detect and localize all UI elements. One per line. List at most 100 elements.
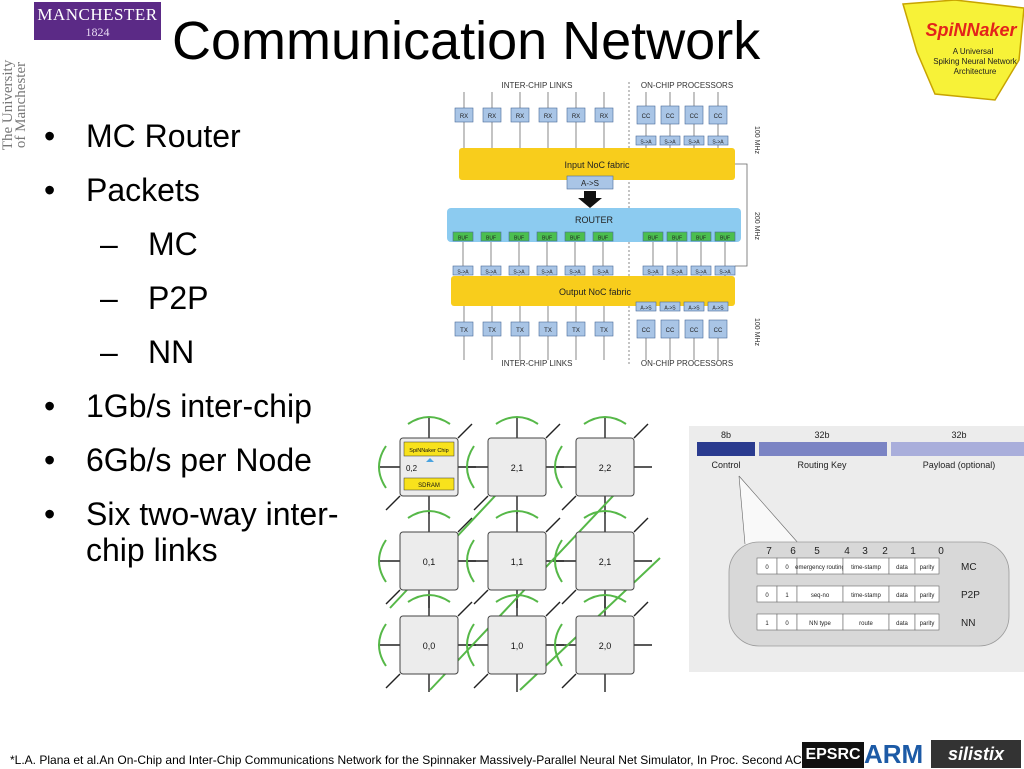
university-line-2: of Manchester: [13, 61, 29, 149]
sub-bullet-text: MC: [148, 226, 198, 262]
cc-box: CC: [708, 105, 728, 125]
rx-box: RX: [510, 107, 530, 123]
freq-top-label: 100 MHz: [753, 126, 760, 155]
node-label: 2,0: [599, 641, 612, 651]
output-noc-fabric: [451, 276, 735, 306]
buf-box: BUF: [642, 231, 664, 242]
footnote: *L.A. Plana et al.An On-Chip and Inter-C…: [10, 753, 843, 767]
packet-cell: 0: [785, 621, 789, 627]
mesh-link: [385, 589, 401, 605]
s2a-box: S->A: [707, 135, 729, 146]
node-label: 2,1: [599, 557, 612, 567]
arm-logo: ARM: [864, 739, 924, 769]
buf-box: BUF: [508, 231, 530, 242]
freq-bottom-label: 100 MHz: [753, 318, 760, 347]
bit-number: 7: [766, 546, 772, 557]
buf-box: BUF: [480, 231, 502, 242]
sub-bullet-item: –NN: [100, 334, 195, 370]
bullet-text: Packets: [86, 172, 200, 208]
input-fabric-label: Input NoC fabric: [564, 160, 630, 170]
spinnaker-logo-tagline-2: Spiking Neural Network: [933, 57, 1018, 66]
bit-number: 5: [814, 546, 820, 557]
svg-text:TX: TX: [460, 328, 468, 334]
cc-box: CC: [684, 105, 704, 125]
bullet-item: •Six two-way inter-chip links: [44, 496, 339, 568]
buf-box: BUF: [690, 231, 712, 242]
svg-text:S->A: S->A: [485, 270, 497, 276]
svg-text:CC: CC: [714, 114, 723, 120]
svg-text:BUF: BUF: [458, 236, 468, 242]
mesh-link: [561, 673, 577, 689]
s2a-box: S->A: [690, 265, 712, 276]
packet-cell: parity: [920, 565, 935, 571]
mesh-link: [633, 601, 649, 617]
svg-text:TX: TX: [488, 328, 496, 334]
svg-text:CC: CC: [714, 328, 723, 334]
packet-cell: 0: [765, 565, 769, 571]
packet-cell: route: [859, 621, 873, 627]
field-label: Routing Key: [797, 460, 847, 470]
mesh-link: [561, 495, 577, 511]
buf-box: BUF: [452, 231, 474, 242]
output-fabric-label: Output NoC fabric: [559, 287, 632, 297]
manchester-logo-name: MANCHESTER: [37, 5, 158, 24]
mesh-link: [554, 539, 563, 583]
top-links-label: INTER-CHIP LINKS: [502, 81, 573, 90]
mesh-link: [457, 601, 473, 617]
bullet-text: Six two-way inter-chip links: [86, 496, 339, 568]
buf-box: BUF: [592, 231, 614, 242]
routing-key-bar: [759, 442, 887, 456]
a2s-box: [566, 175, 614, 190]
tx-box: TX: [482, 321, 502, 337]
mesh-link: [633, 423, 649, 439]
svg-text:BUF: BUF: [648, 236, 658, 242]
mesh-node: 0,1: [399, 531, 459, 591]
buf-box: BUF: [536, 231, 558, 242]
bullet-item: •6Gb/s per Node: [44, 442, 312, 478]
svg-text:TX: TX: [516, 328, 524, 334]
tx-box: TX: [510, 321, 530, 337]
bottom-processors-label: ON-CHIP PROCESSORS: [641, 359, 733, 368]
mesh-link: [473, 589, 489, 605]
epsrc-logo: EPSRC: [802, 742, 864, 768]
tx-box: TX: [594, 321, 614, 337]
width-label: 8b: [721, 430, 731, 440]
mesh-link: [583, 416, 627, 425]
rx-box: RX: [482, 107, 502, 123]
packet-cell: data: [896, 593, 908, 599]
svg-text:S->A: S->A: [541, 270, 553, 276]
packet-cell: parity: [920, 621, 935, 627]
s2a-box: S->A: [714, 265, 736, 276]
svg-text:BUF: BUF: [720, 236, 730, 242]
bit-number: 1: [910, 546, 916, 557]
packet-cell: parity: [920, 593, 935, 599]
node-label: 0,2: [406, 464, 418, 473]
a2s-label: A->S: [581, 179, 599, 188]
packet-cell: time-stamp: [851, 565, 881, 571]
buf-box: BUF: [666, 231, 688, 242]
packet-type-label: NN: [961, 618, 975, 629]
bullet-item: •Packets –MC –P2P –NN: [40, 172, 350, 370]
mesh-links: [378, 416, 661, 692]
mesh-link: [378, 445, 387, 489]
mesh-link: [495, 594, 539, 603]
mesh-link: [473, 673, 489, 689]
rx-box: RX: [566, 107, 586, 123]
width-label: 32b: [951, 430, 966, 440]
cc-box: CC: [660, 319, 680, 339]
mesh-link: [457, 423, 473, 439]
freq-mid-label: 200 MHz: [753, 212, 760, 241]
mesh-link: [545, 423, 561, 439]
mesh-link: [473, 495, 489, 511]
mesh-link: [545, 517, 561, 533]
svg-text:CC: CC: [666, 328, 675, 334]
mesh-link: [457, 517, 473, 533]
router-diagram: INTER-CHIP LINKS ON-CHIP PROCESSORS RX RX…: [447, 76, 765, 370]
mesh-link: [466, 539, 475, 583]
mesh-link: [583, 594, 627, 603]
packet-type-label: MC: [961, 562, 977, 573]
